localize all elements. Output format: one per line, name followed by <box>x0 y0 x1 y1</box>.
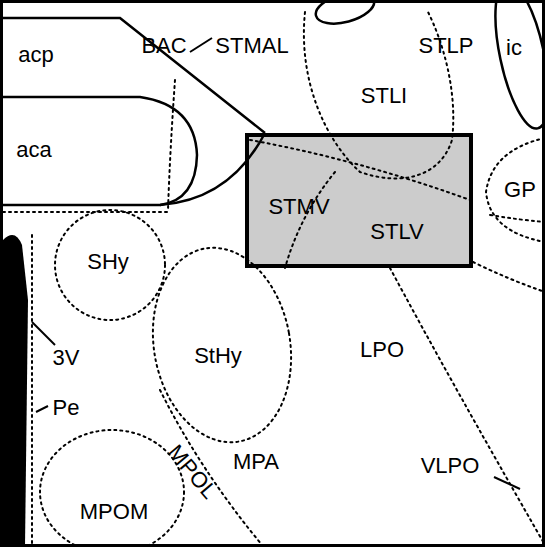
region-label: MPOM <box>80 501 148 523</box>
region-label: STLV <box>370 221 423 243</box>
region-label: STMV <box>268 196 329 218</box>
region-label: Pe <box>53 397 80 419</box>
region-label: BAC <box>141 35 186 57</box>
region-label: LPO <box>360 339 404 361</box>
region-label: GP <box>504 179 536 201</box>
region-label: MPA <box>233 451 279 473</box>
region-label: MPOL <box>164 441 221 503</box>
highlight-box: STMV STLV <box>245 133 473 268</box>
region-borders <box>3 12 545 547</box>
region-label: STLP <box>418 35 473 57</box>
leader-lines <box>32 38 520 489</box>
highlight-fill <box>245 133 473 268</box>
region-label: SHy <box>87 251 129 273</box>
region-label: aca <box>16 139 51 161</box>
region-label: STLI <box>361 85 407 107</box>
third-ventricle <box>3 235 28 547</box>
region-label: 3V <box>53 347 80 369</box>
region-label: StHy <box>194 345 242 367</box>
region-label: acp <box>18 44 53 66</box>
region-label: STMAL <box>215 35 288 57</box>
region-label: VLPO <box>421 455 480 477</box>
region-label: ic <box>506 37 522 59</box>
fiber-tracts <box>3 0 545 205</box>
